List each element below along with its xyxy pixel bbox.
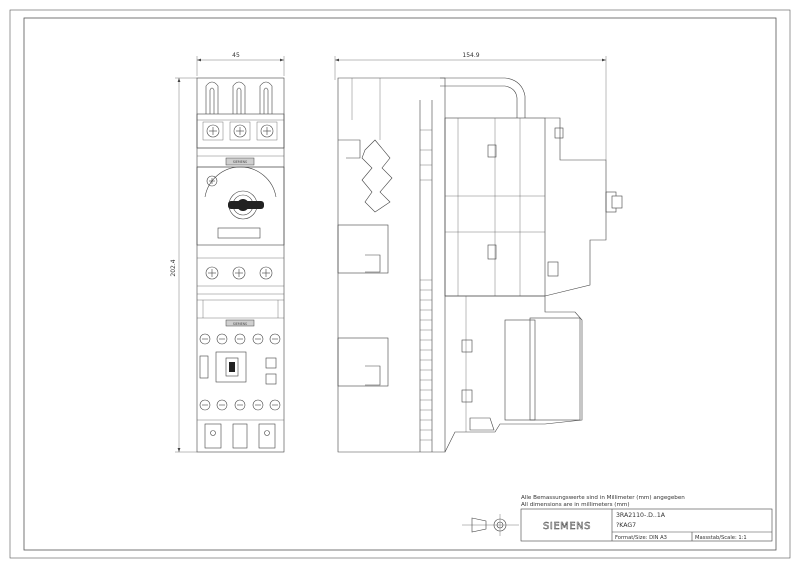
- dimension-depth-label: 154.9: [462, 52, 479, 59]
- dimension-height-label: 202.4: [170, 259, 177, 276]
- top-terminal-loops: [205, 81, 273, 114]
- side-view: 154.9: [334, 52, 623, 453]
- projection-symbol-icon: [462, 514, 519, 536]
- note-english: All dimensions are in millimeters (mm): [521, 502, 630, 508]
- top-screws: [202, 121, 278, 141]
- title-block-variant: ?KAG7: [616, 522, 636, 529]
- contactor-brand-label: SIEMENS: [233, 322, 247, 326]
- title-block-part-number: 3RA2110-.D..1A: [616, 512, 666, 519]
- contactor-side-body: [444, 295, 583, 453]
- breaker-side-body: [444, 117, 623, 297]
- middle-screws: [205, 266, 273, 280]
- sheet-outer-border: [9, 9, 791, 559]
- contactor-bottom-screws: [199, 399, 281, 411]
- rotary-handle[interactable]: [228, 199, 264, 211]
- breaker-brand-label: SIEMENS: [233, 160, 247, 164]
- front-view: 45 202.4: [170, 52, 285, 453]
- sheet-inner-border: [23, 17, 777, 551]
- title-block-format: Format/Size: DIN A3: [615, 535, 667, 541]
- title-block-brand: SIEMENS: [543, 521, 591, 532]
- dimension-width-label: 45: [232, 52, 240, 59]
- contactor-top-screws: [199, 333, 281, 345]
- vent-strip: [419, 100, 433, 452]
- note-german: Alle Bemassungswerte sind in Millimeter …: [521, 495, 685, 501]
- title-block: SIEMENS 3RA2110-.D..1A ?KAG7 Format/Size…: [462, 508, 773, 542]
- title-block-scale: Massstab/Scale: 1:1: [695, 535, 747, 541]
